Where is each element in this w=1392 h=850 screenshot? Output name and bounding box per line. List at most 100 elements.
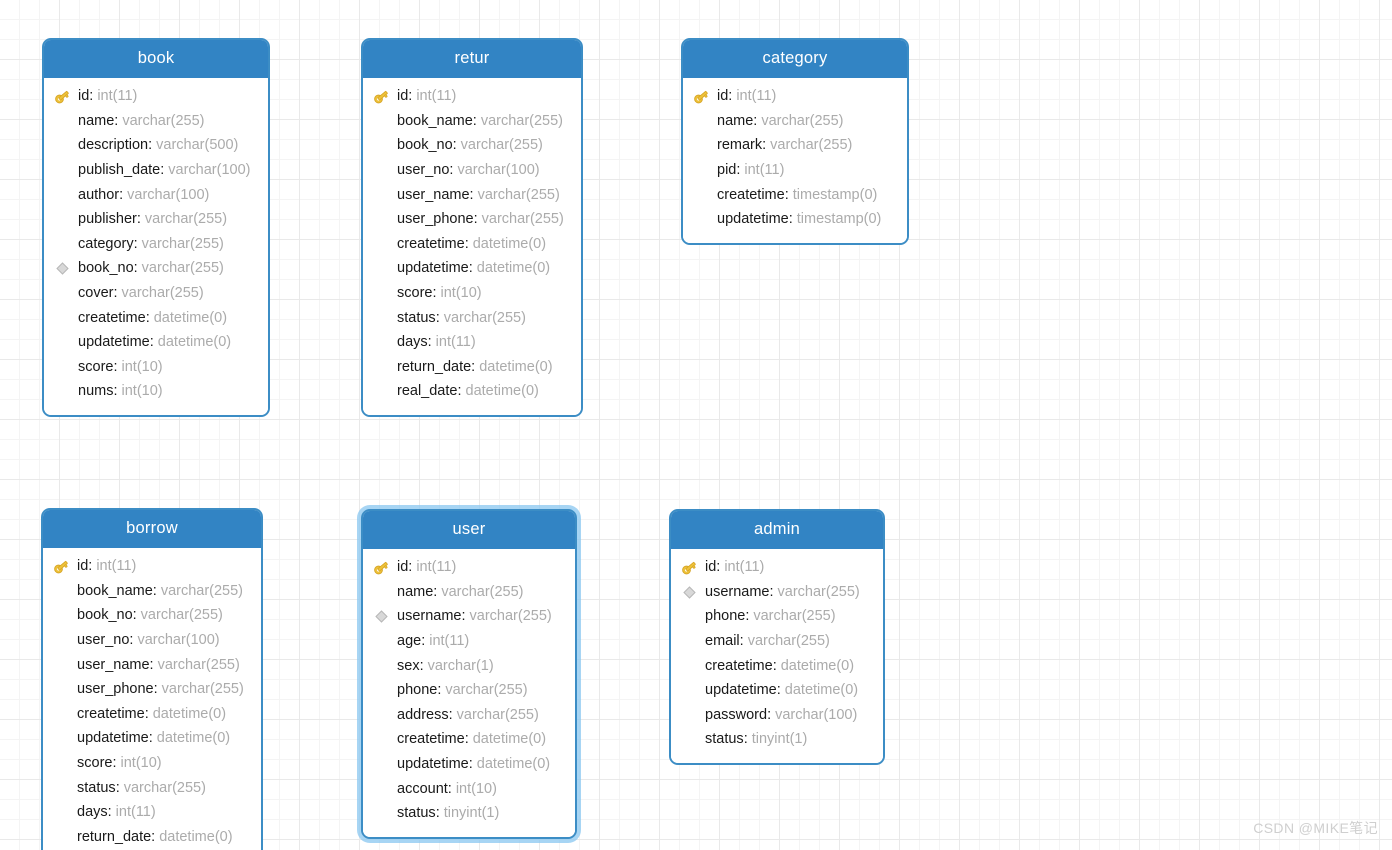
field-row[interactable]: category:varchar(255) [44,232,268,257]
field-separator: : [136,211,141,228]
field-row[interactable]: status:varchar(255) [363,305,581,330]
field-row[interactable]: updatetime:datetime(0) [363,256,581,281]
field-icon-placeholder [371,803,397,823]
field-row[interactable]: createtime:datetime(0) [671,653,883,678]
field-row[interactable]: createtime:datetime(0) [43,702,261,727]
field-row[interactable]: email:varchar(255) [671,629,883,654]
field-row[interactable]: updatetime:datetime(0) [43,726,261,751]
field-row[interactable]: publish_date:varchar(100) [44,158,268,183]
field-row[interactable]: id:int(11) [363,555,575,580]
field-row[interactable]: user_phone:varchar(255) [363,207,581,232]
field-type: tinyint(1) [443,805,500,822]
field-row[interactable]: book_no:varchar(255) [43,603,261,628]
field-row[interactable]: password:varchar(100) [671,703,883,728]
field-icon-placeholder [52,234,78,254]
field-row[interactable]: phone:varchar(255) [671,604,883,629]
field-row[interactable]: publisher:varchar(255) [44,207,268,232]
field-type: varchar(255) [160,582,244,599]
field-row[interactable]: days:int(11) [363,330,581,355]
field-row[interactable]: age:int(11) [363,629,575,654]
entity-table-admin[interactable]: admin id:int(11)username:varchar(255)phon… [669,509,885,765]
field-row[interactable]: score:int(10) [44,355,268,380]
field-row[interactable]: real_date:datetime(0) [363,379,581,404]
field-row[interactable]: updatetime:datetime(0) [671,678,883,703]
entity-title-user[interactable]: user [363,511,575,549]
field-row[interactable]: phone:varchar(255) [363,678,575,703]
entity-title-category[interactable]: category [683,40,907,78]
field-row[interactable]: book_no:varchar(255) [363,133,581,158]
field-row[interactable]: username:varchar(255) [671,580,883,605]
field-row[interactable]: cover:varchar(255) [44,281,268,306]
field-separator: : [772,657,777,674]
field-row[interactable]: address:varchar(255) [363,703,575,728]
field-row[interactable]: user_phone:varchar(255) [43,677,261,702]
field-row[interactable]: score:int(10) [43,751,261,776]
field-row[interactable]: status:tinyint(1) [363,801,575,826]
field-row[interactable]: sex:varchar(1) [363,653,575,678]
field-row[interactable]: return_date:datetime(0) [363,355,581,380]
field-name: status [397,805,436,822]
entity-table-borrow[interactable]: borrow id:int(11)book_name:varchar(255)bo… [41,508,263,850]
field-row[interactable]: book_name:varchar(255) [43,579,261,604]
field-row[interactable]: id:int(11) [683,84,907,109]
field-row[interactable]: pid:int(11) [683,158,907,183]
field-type: int(10) [455,780,497,797]
field-row[interactable]: id:int(11) [43,554,261,579]
field-row[interactable]: id:int(11) [671,555,883,580]
field-row[interactable]: id:int(11) [44,84,268,109]
field-row[interactable]: createtime:timestamp(0) [683,182,907,207]
field-row[interactable]: account:int(10) [363,776,575,801]
entity-title-book[interactable]: book [44,40,268,78]
field-type: varchar(255) [140,607,223,624]
entity-table-category[interactable]: category id:int(11)name:varchar(255)remar… [681,38,909,245]
field-row[interactable]: score:int(10) [363,281,581,306]
entity-title-borrow[interactable]: borrow [43,510,261,548]
field-name: id [397,559,409,576]
field-separator: : [119,186,124,203]
entity-table-retur[interactable]: retur id:int(11)book_name:varchar(255)boo… [361,38,583,417]
field-row[interactable]: updatetime:datetime(0) [44,330,268,355]
field-row[interactable]: status:varchar(255) [43,775,261,800]
field-row[interactable]: user_no:varchar(100) [363,158,581,183]
field-row[interactable]: user_no:varchar(100) [43,628,261,653]
field-row[interactable]: createtime:datetime(0) [363,727,575,752]
field-row[interactable]: status:tinyint(1) [671,727,883,752]
field-row[interactable]: description:varchar(500) [44,133,268,158]
field-row[interactable]: book_no:varchar(255) [44,256,268,281]
field-row[interactable]: name:varchar(255) [363,580,575,605]
field-row[interactable]: updatetime:datetime(0) [363,752,575,777]
field-icon-placeholder [371,357,397,377]
field-row[interactable]: name:varchar(255) [683,109,907,134]
field-type: int(10) [121,358,163,375]
field-separator: : [468,260,473,277]
field-row[interactable]: createtime:datetime(0) [363,232,581,257]
field-row[interactable]: nums:int(10) [44,379,268,404]
field-row[interactable]: name:varchar(255) [44,109,268,134]
entity-field-list: id:int(11)name:varchar(255)description:v… [44,78,268,415]
field-type: varchar(255) [123,779,206,796]
entity-title-retur[interactable]: retur [363,40,581,78]
field-separator: : [743,731,748,748]
watermark-text: CSDN @MIKE笔记 [1253,820,1378,836]
field-row[interactable]: return_date:datetime(0) [43,825,261,850]
field-type: varchar(255) [456,706,539,723]
field-type: int(11) [416,559,457,576]
field-row[interactable]: remark:varchar(255) [683,133,907,158]
field-row[interactable]: id:int(11) [363,84,581,109]
field-type: datetime(0) [476,260,551,277]
field-name: createtime [397,235,465,252]
field-row[interactable]: user_name:varchar(255) [43,652,261,677]
field-row[interactable]: username:varchar(255) [363,604,575,629]
field-icon-placeholder [51,827,77,847]
entity-table-user[interactable]: user id:int(11)name:varchar(255)username:… [361,509,577,839]
field-row[interactable]: user_name:varchar(255) [363,182,581,207]
index-icon [679,582,705,602]
field-row[interactable]: author:varchar(100) [44,182,268,207]
field-row[interactable]: updatetime:timestamp(0) [683,207,907,232]
field-row[interactable]: book_name:varchar(255) [363,109,581,134]
field-row[interactable]: createtime:datetime(0) [44,305,268,330]
field-row[interactable]: days:int(11) [43,800,261,825]
entity-title-admin[interactable]: admin [671,511,883,549]
